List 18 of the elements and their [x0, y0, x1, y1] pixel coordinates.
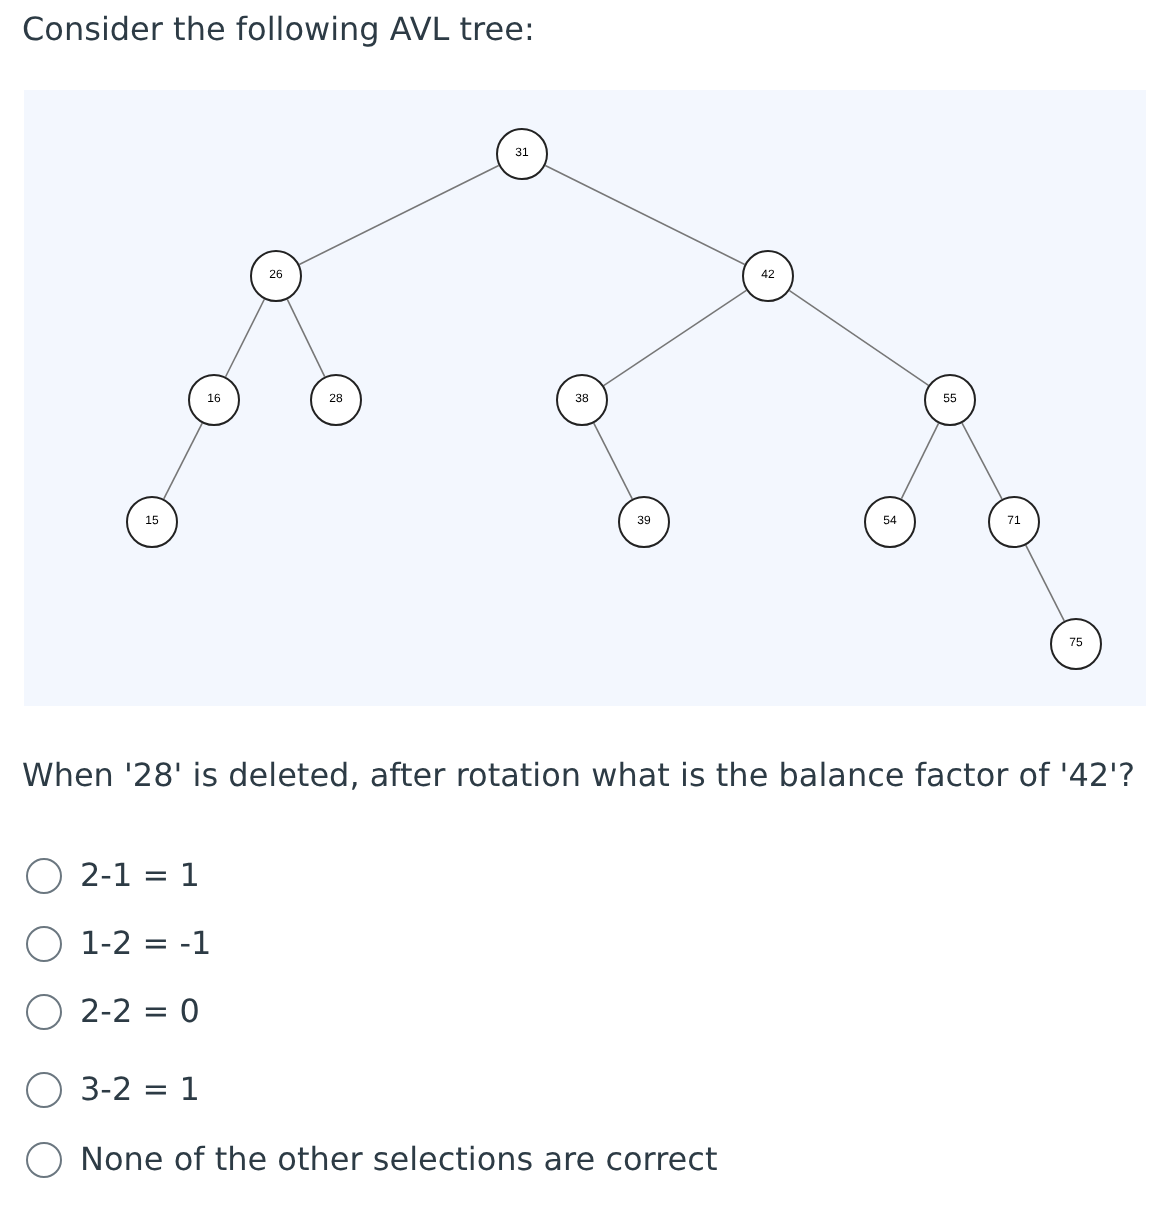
tree-edge	[224, 298, 266, 378]
tree-edge	[298, 164, 500, 266]
answer-option: None of the other selections are correct	[80, 1140, 718, 1178]
tree-edge	[286, 298, 326, 378]
tree-edge	[163, 422, 203, 500]
tree-edge	[593, 422, 633, 500]
answer-option: 2-2 = 0	[80, 992, 200, 1030]
tree-edge	[788, 289, 930, 387]
answer-option: 3-2 = 1	[80, 1070, 200, 1108]
tree-edge	[900, 422, 940, 500]
tree-edge	[602, 289, 748, 387]
answer-option: 1-2 = -1	[80, 924, 212, 962]
tree-edge	[544, 164, 746, 266]
question-text: When '28' is deleted, after rotation what is the balance factor of '42'?	[22, 756, 1135, 794]
question-title: Consider the following AVL tree:	[22, 10, 535, 48]
tree-edge	[1025, 544, 1065, 622]
answer-option: 2-1 = 1	[80, 856, 200, 894]
tree-edge	[961, 422, 1003, 500]
